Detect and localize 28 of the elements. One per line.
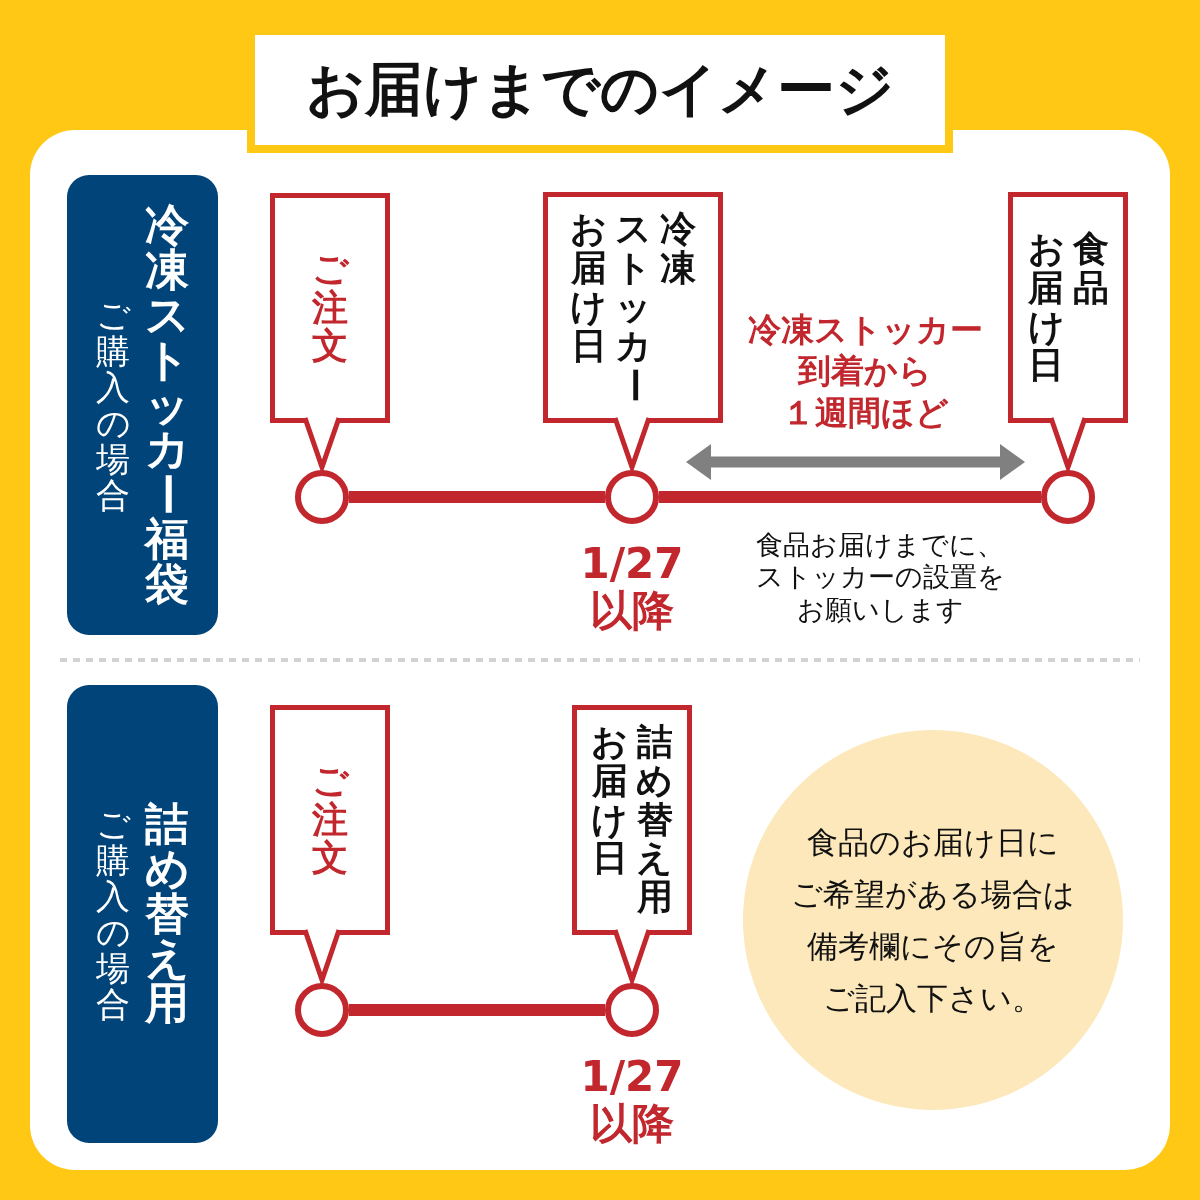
callout-box [543, 192, 723, 423]
callout-box [270, 193, 390, 423]
timeline-line [659, 491, 1041, 503]
date-text: 1/27以降 [579, 1053, 685, 1148]
band-subtitle: ご購入の場合 [95, 296, 131, 514]
duration-label: 冷凍ストッカー到着から１週間ほど [746, 309, 984, 433]
note-text: 食品のお届け日にご希望がある場合は備考欄にその旨をご記入下さい。 [791, 822, 1075, 1019]
category-band [67, 175, 218, 635]
callout-text: 食品 [1072, 229, 1109, 308]
date-text: 1/27以降 [579, 540, 685, 635]
timeline-line [349, 1004, 605, 1016]
callout-text: 冷凍 [660, 210, 696, 289]
callout-text: お届け日 [591, 722, 628, 879]
callout-box [270, 705, 390, 935]
band-subtitle: ご購入の場合 [95, 805, 131, 1023]
note-text: 食品お届けまでに、ストッカーの設置をお願いします [754, 529, 1006, 627]
category-band [67, 685, 218, 1143]
callout-text: ストッカー [615, 210, 652, 405]
callout-text: お届け日 [570, 210, 607, 366]
callout-box [1008, 192, 1128, 423]
callout-text: お届け日 [1027, 229, 1065, 386]
timeline-line [349, 491, 605, 503]
callout-box [572, 705, 692, 935]
callout-text: 詰め替え用 [636, 722, 673, 918]
band-title: 冷凍ストッカー福袋 [144, 203, 190, 607]
callout-text: ご注文 [311, 761, 349, 879]
callout-text: ご注文 [311, 249, 349, 367]
band-title: 詰め替え用 [144, 801, 190, 1027]
